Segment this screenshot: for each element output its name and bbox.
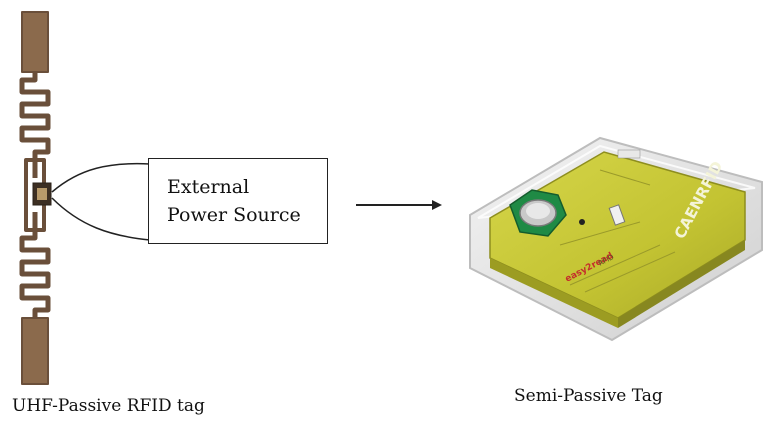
transform-arrow xyxy=(356,200,442,210)
semi-passive-tag-image xyxy=(469,136,763,342)
power-wire-top xyxy=(51,162,151,193)
power-wire-bottom xyxy=(51,197,151,241)
external-power-source-box: External Power Source xyxy=(148,158,328,244)
power-box-line1: External xyxy=(167,176,250,198)
semi-passive-tag-caption: Semi-Passive Tag xyxy=(514,386,663,406)
power-box-line2: Power Source xyxy=(167,204,301,226)
passive-tag-caption: UHF-Passive RFID tag xyxy=(12,396,205,416)
chip-die xyxy=(37,188,47,200)
